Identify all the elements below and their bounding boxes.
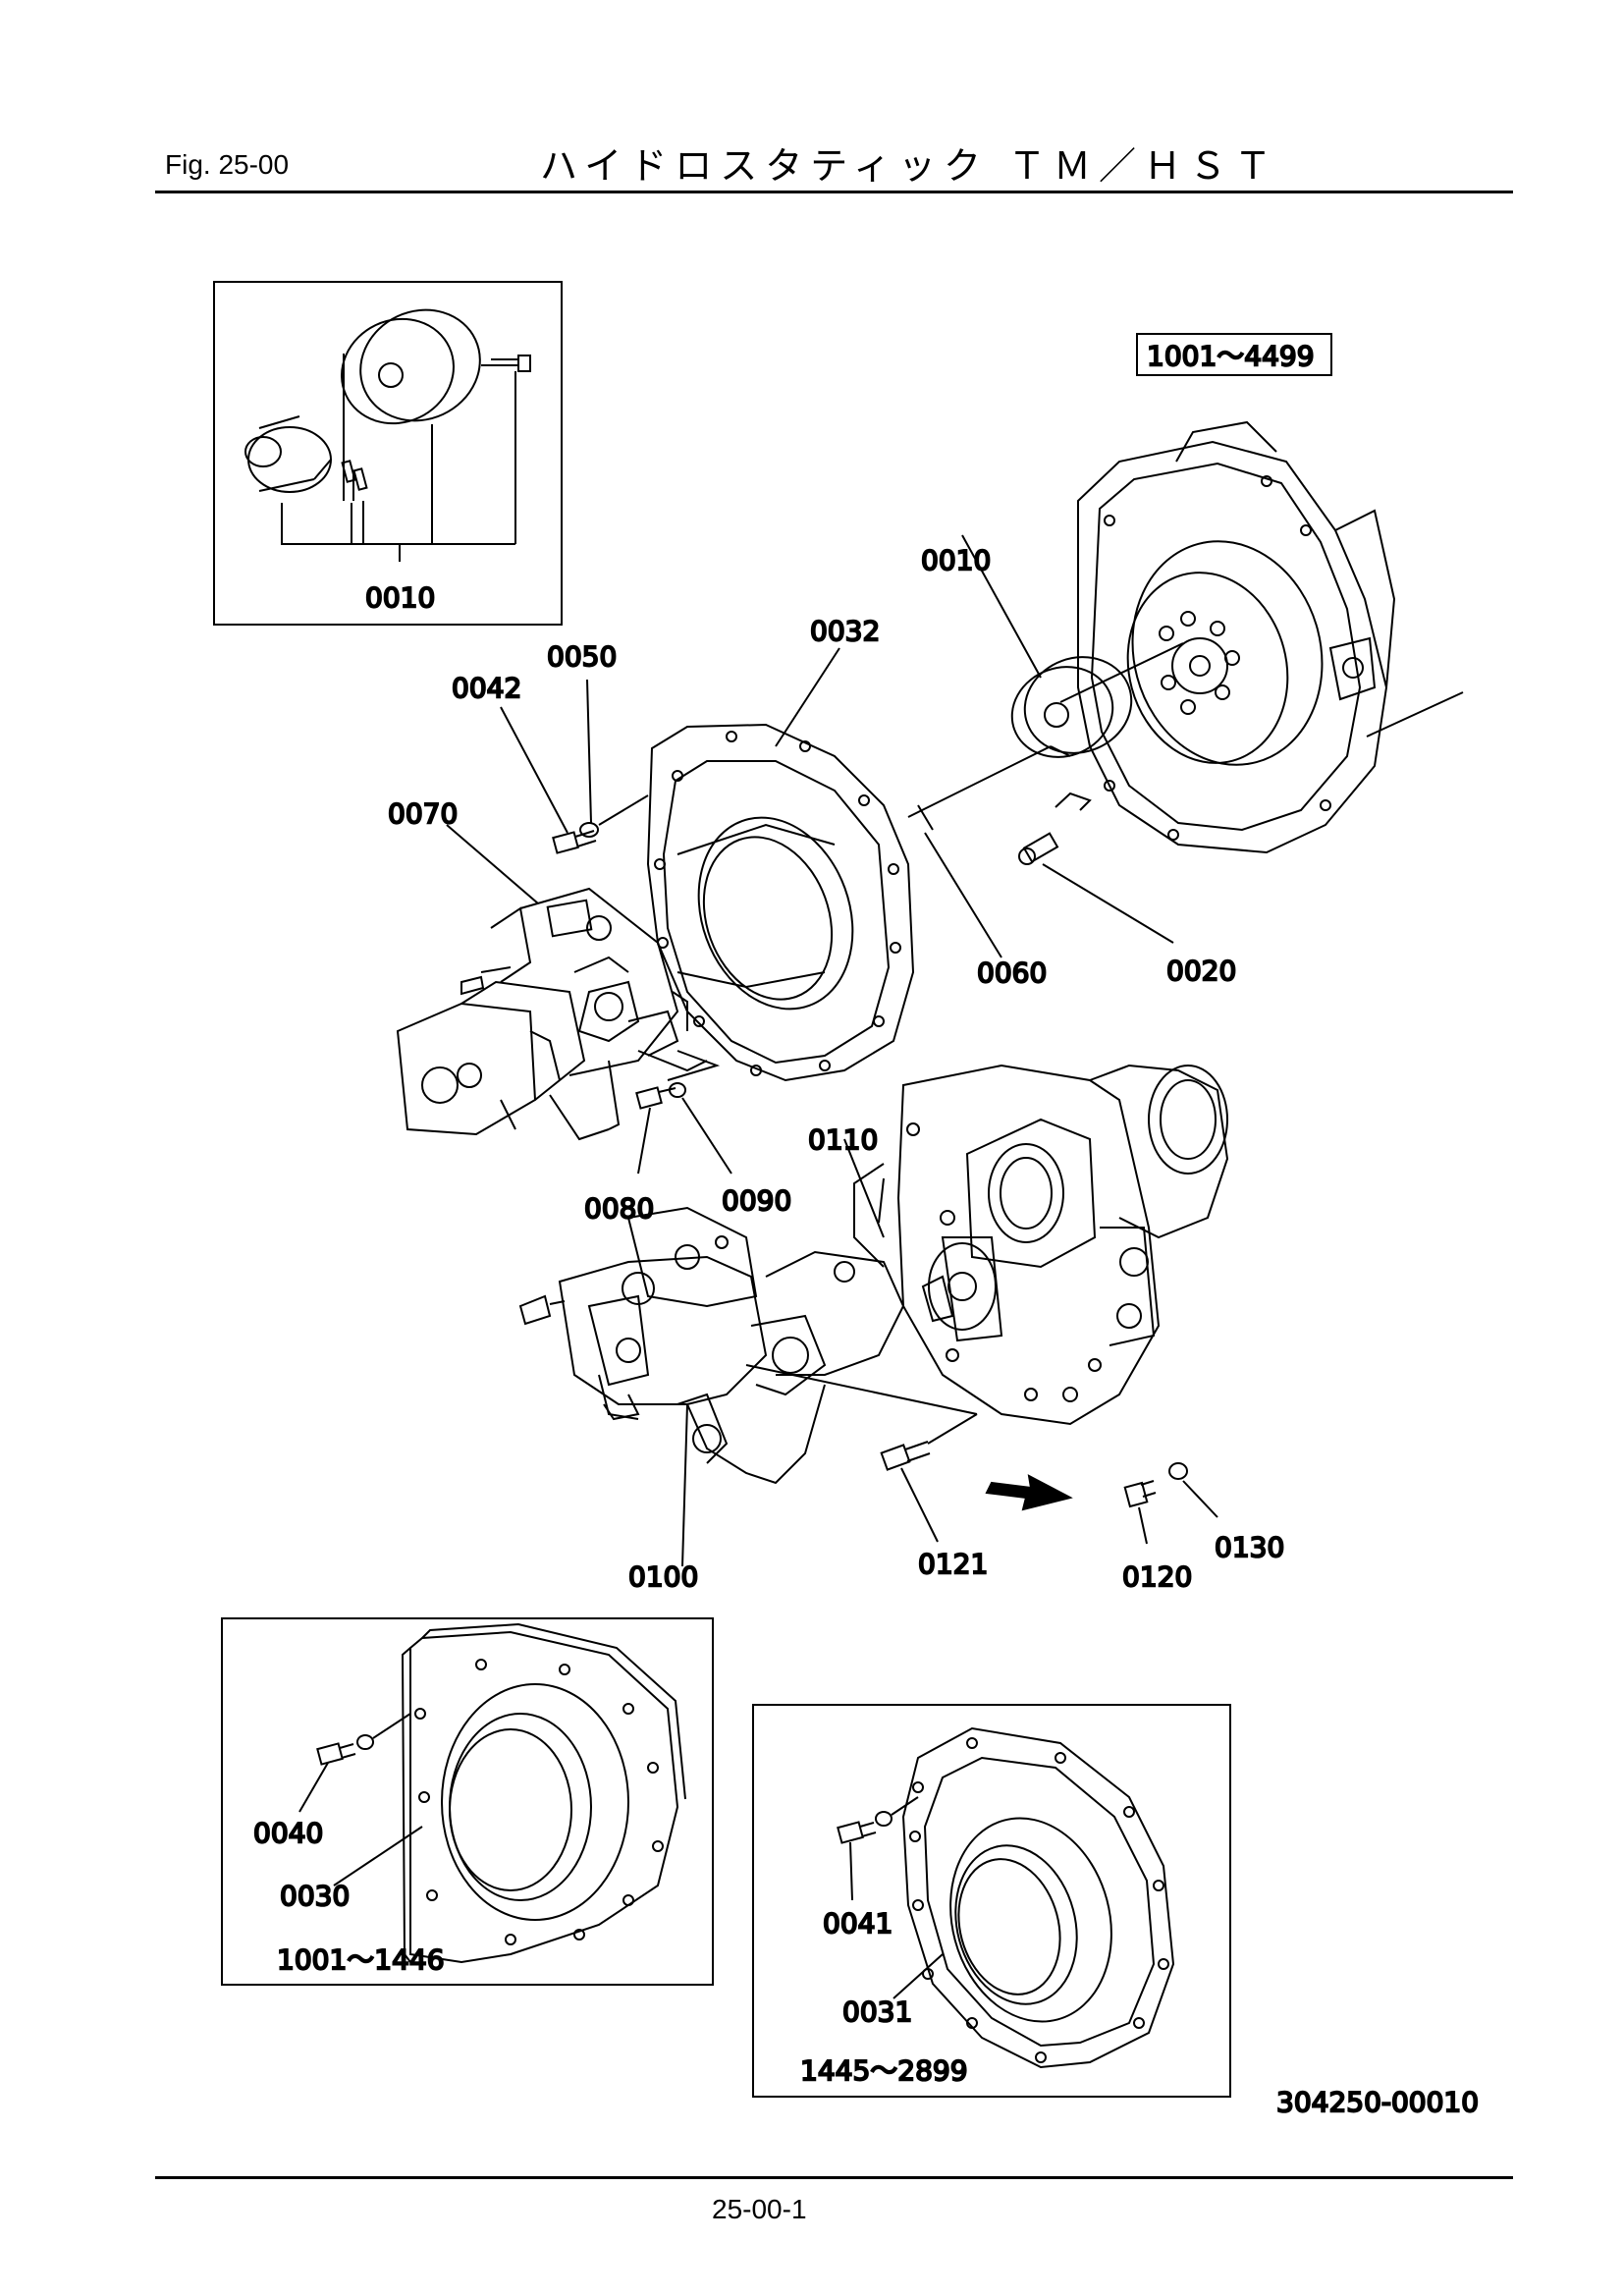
hydraulic-motor-0100 xyxy=(518,1206,978,1567)
part-label-0120: 0120 xyxy=(1122,1560,1192,1593)
part-label-0090: 0090 xyxy=(722,1184,791,1217)
part-label-0030: 0030 xyxy=(280,1880,350,1912)
part-label-0020: 0020 xyxy=(1166,955,1236,987)
inset-coupling-frame xyxy=(213,281,563,626)
part-label-0041: 0041 xyxy=(823,1907,893,1940)
bolt-0120-washer-0130 xyxy=(1123,1462,1218,1545)
bolt-0040 xyxy=(298,1713,423,1886)
page-number: 25-00-1 xyxy=(712,2194,807,2224)
bolt-0042-washer-0050 xyxy=(500,679,649,854)
part-label-0080: 0080 xyxy=(584,1192,654,1225)
serial-range-box xyxy=(1136,333,1332,376)
figure-number: Fig. 25-00 xyxy=(165,149,290,180)
page-title: ハイドロスタティック ＴＭ／ＨＳＴ xyxy=(540,144,1280,188)
part-label-0031: 0031 xyxy=(842,1995,912,2028)
part-label-0110: 0110 xyxy=(808,1123,878,1156)
bolt-0121 xyxy=(880,1413,978,1543)
part-label-0010: 0010 xyxy=(921,544,991,576)
coupling-0010 xyxy=(961,534,1184,758)
part-label-0010-inset: 0010 xyxy=(365,581,435,614)
part-label-0121: 0121 xyxy=(918,1548,988,1580)
inset-left-range: 1001～1446 xyxy=(277,1943,445,1976)
flywheel-housing xyxy=(1077,420,1464,854)
drawing-number: 304250-00010 xyxy=(1276,2086,1479,2118)
bolt-0041 xyxy=(837,1796,944,1999)
gearbox-0110 xyxy=(843,1064,1229,1426)
inset-right-range: 1445～2899 xyxy=(800,2054,968,2087)
inset-plate-0030-frame xyxy=(221,1617,714,1986)
part-label-0040: 0040 xyxy=(253,1817,323,1849)
plate-0031 xyxy=(901,1726,1175,2069)
header-rule xyxy=(155,191,1513,193)
coupling-detail xyxy=(244,308,531,562)
plate-0030 xyxy=(401,1622,686,1964)
footer-rule xyxy=(155,2176,1513,2179)
part-label-0070: 0070 xyxy=(388,797,458,830)
part-label-0032: 0032 xyxy=(810,615,880,647)
serial-range-main: 1001～4499 xyxy=(1147,340,1315,372)
bolt-0080-washer-0090 xyxy=(635,1050,732,1175)
direction-arrow xyxy=(985,1474,1073,1511)
part-label-0050: 0050 xyxy=(547,640,617,673)
inset-plate-0031-frame xyxy=(752,1704,1231,2098)
bolt-0020 xyxy=(1018,792,1174,944)
part-label-0060: 0060 xyxy=(977,957,1047,989)
part-label-0042: 0042 xyxy=(452,672,521,704)
part-label-0130: 0130 xyxy=(1215,1531,1284,1563)
adapter-plate-0032 xyxy=(646,647,915,1082)
part-label-0100: 0100 xyxy=(628,1560,698,1593)
pump-assembly-0070 xyxy=(396,824,708,1141)
pin-0060 xyxy=(907,745,1071,958)
